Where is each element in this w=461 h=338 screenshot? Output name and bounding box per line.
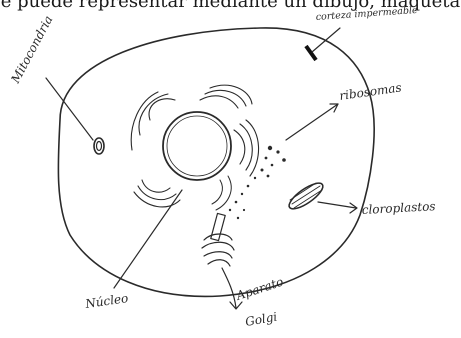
- er-fold-1: [131, 92, 175, 150]
- label-golgi-line1: Aparato: [234, 275, 285, 304]
- mitochondria-pointer: [46, 78, 93, 140]
- cell-membrane: [58, 28, 374, 297]
- er-fold-3: [234, 120, 259, 176]
- chloroplast-organelle: [286, 179, 327, 213]
- golgi-body: [202, 234, 234, 266]
- mitochondria-inner: [97, 142, 102, 151]
- ribosome-dots: [229, 146, 286, 219]
- er-fold-5: [212, 176, 231, 210]
- nucleus-pointer: [114, 190, 182, 288]
- golgi-vesicle-stack: [211, 213, 225, 240]
- label-mitochondria: Mitocondria: [8, 13, 56, 86]
- ribosomes-pointer: [286, 104, 338, 140]
- mitochondria-organelle: [94, 138, 104, 154]
- label-golgi-line2: Golgi: [244, 310, 278, 329]
- er-fold-2: [200, 85, 252, 108]
- golgi-pointer: [222, 268, 236, 308]
- label-nucleus: Núcleo: [83, 291, 129, 311]
- cell-wall-pointer: [312, 28, 340, 52]
- nucleus-membrane: [163, 112, 231, 180]
- cell-wall-mark: [306, 46, 316, 60]
- label-chloroplasts: cloroplastos: [361, 199, 435, 217]
- nucleus-inner-edge: [167, 116, 227, 176]
- label-cell-wall: corteza impermeable: [315, 5, 418, 23]
